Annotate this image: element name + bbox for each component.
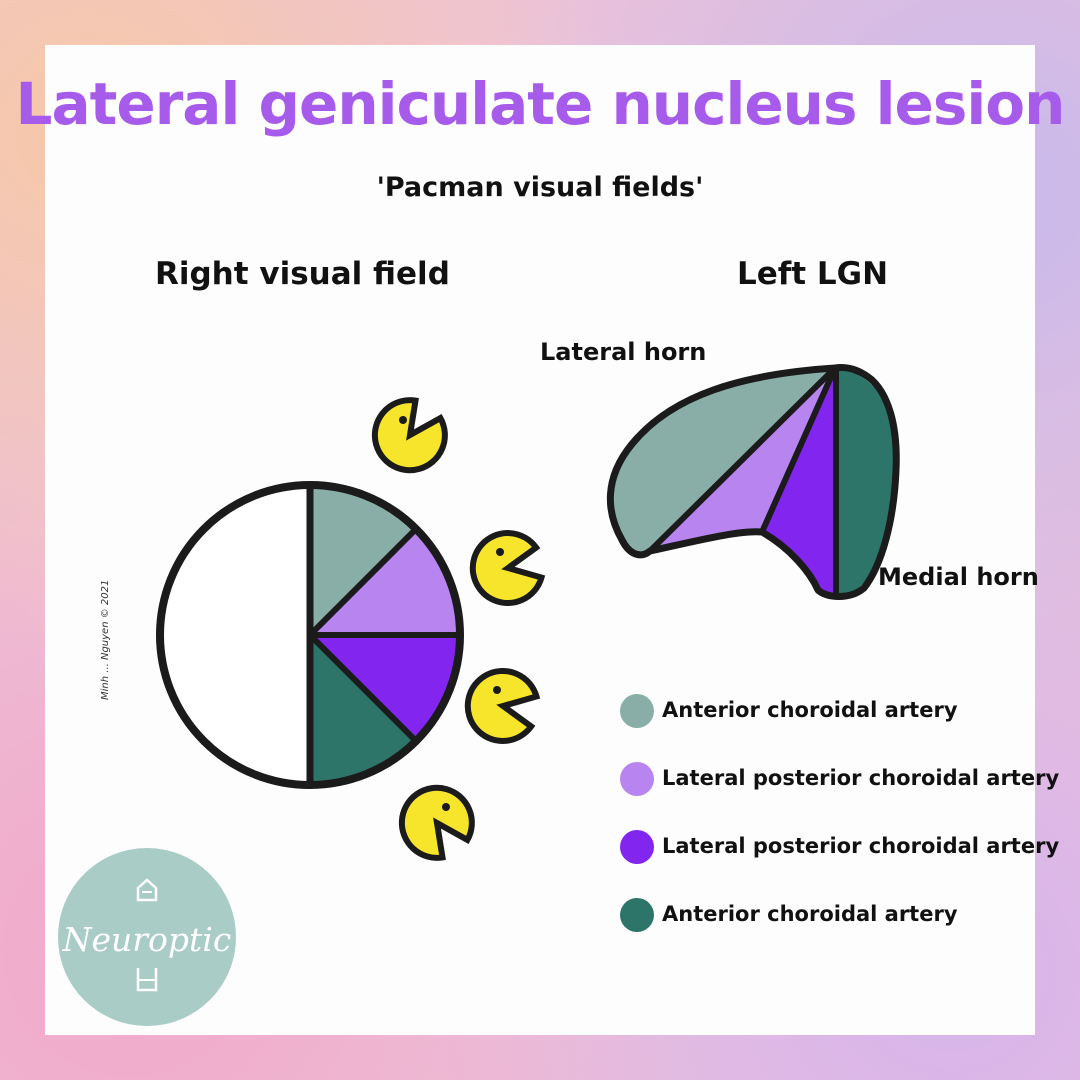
pacman-2-icon <box>469 530 546 606</box>
page-title: Lateral geniculate nucleus lesion <box>15 70 1066 138</box>
legend-label: Anterior choroidal artery <box>662 902 958 926</box>
visual-field-sector-anterior-choroidal-lower <box>310 635 417 786</box>
visual-field-sector-anterior-choroidal-upper <box>310 484 417 635</box>
legend-swatch-anterior-choroidal-light <box>620 694 654 728</box>
lgn-outline <box>606 364 900 600</box>
artist-signature: Minh ... Nguyen © 2021 <box>100 579 111 700</box>
label-medial-horn: Medial horn <box>878 563 1039 591</box>
visual-field-divider-3 <box>307 632 419 744</box>
visual-field-sector-lateral-posterior-lower <box>310 635 461 742</box>
lgn-region-anterior-choroidal-medial <box>838 368 895 598</box>
visual-field-outline <box>156 481 464 789</box>
label-lateral-horn: Lateral horn <box>540 338 707 366</box>
visual-field-diagram <box>156 481 464 789</box>
legend-swatch-lateral-posterior-light <box>620 762 654 796</box>
visual-field-sector-lateral-posterior-upper <box>310 528 461 635</box>
logo-text: Neuroptic <box>62 920 232 959</box>
lgn-divider-2 <box>759 366 838 534</box>
heading-left-lgn: Left LGN <box>737 256 889 292</box>
pacman-1-icon <box>371 397 448 474</box>
legend-label: Anterior choroidal artery <box>662 698 958 722</box>
pacman-4-icon <box>398 784 475 861</box>
legend-swatch-anterior-choroidal-dark <box>620 898 654 932</box>
legend-item: Anterior choroidal artery <box>612 690 1042 734</box>
eye-lamp-icon <box>136 878 158 992</box>
neuroptic-logo: Neuroptic <box>58 848 236 1026</box>
legend-label: Lateral posterior choroidal artery <box>662 766 1060 790</box>
lgn-divider-1 <box>647 365 838 554</box>
legend-swatch-lateral-posterior-dark <box>620 830 654 864</box>
legend-item: Lateral posterior choroidal artery <box>612 826 1059 870</box>
subtitle: 'Pacman visual fields' <box>376 172 704 203</box>
lgn-diagram <box>606 364 900 600</box>
heading-right-visual-field: Right visual field <box>155 256 450 292</box>
legend-item: Lateral posterior choroidal artery <box>612 758 1059 802</box>
legend-item: Anterior choroidal artery <box>612 894 1042 938</box>
legend-label: Lateral posterior choroidal artery <box>662 834 1060 858</box>
visual-field-divider-1 <box>307 526 419 638</box>
pacman-3-icon <box>464 668 541 744</box>
